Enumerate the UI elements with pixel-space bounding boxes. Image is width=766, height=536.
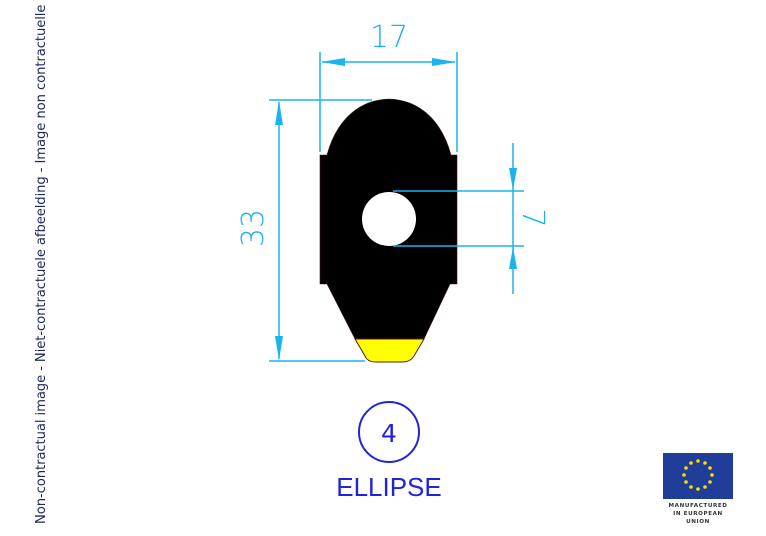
profile-number-circle	[358, 401, 420, 463]
profile-tip	[354, 338, 425, 363]
arrow-left-icon	[321, 58, 345, 66]
eu-caption-line1: MANUFACTURED	[668, 503, 728, 509]
width-dimension-label: 17	[370, 20, 408, 55]
width-dimension	[319, 52, 458, 152]
profile-number: 4	[381, 419, 397, 448]
eu-caption: MANUFACTURED IN EUROPEAN UNION	[663, 502, 733, 526]
height-dimension-label: 33	[236, 209, 271, 247]
hole-dimension	[393, 143, 524, 294]
profile-shape	[319, 98, 458, 363]
hole-dimension-label: 7	[515, 208, 550, 227]
eu-badge: MANUFACTURED IN EUROPEAN UNION	[663, 453, 733, 526]
profile-hole	[362, 192, 416, 246]
arrow-down-icon	[509, 168, 517, 190]
arrow-up-icon	[509, 247, 517, 269]
eu-flag-icon	[663, 453, 733, 499]
arrow-up-icon	[275, 101, 283, 125]
profile-name: ELLIPSE	[336, 472, 442, 502]
arrow-right-icon	[432, 58, 456, 66]
height-dimension	[269, 99, 372, 362]
arrow-down-icon	[275, 336, 283, 360]
eu-caption-line2: IN EUROPEAN UNION	[673, 511, 723, 525]
